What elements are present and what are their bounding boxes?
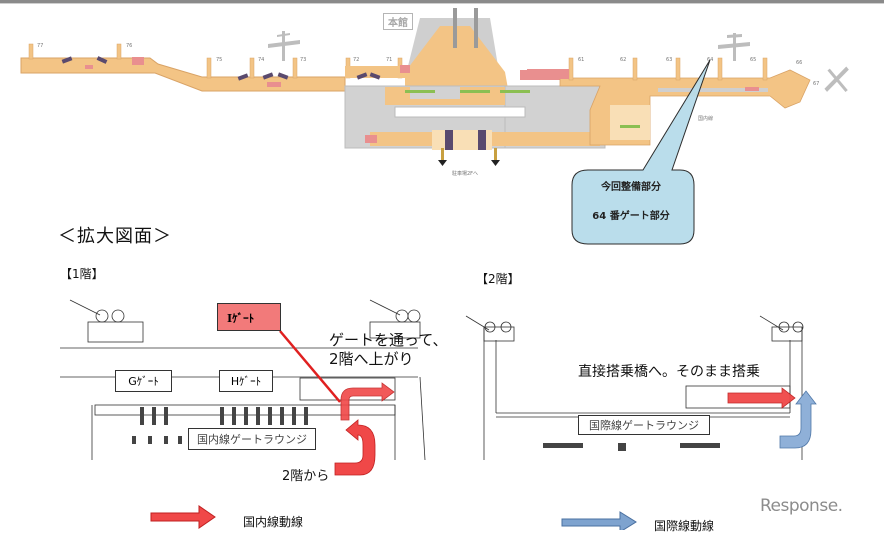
top-border [0, 0, 884, 4]
legend-domestic-label: 国内線動線 [243, 515, 304, 529]
airplane-icon [718, 33, 750, 61]
airplane-icon [824, 66, 849, 93]
gate-label-64: 64 [707, 57, 713, 63]
i-gate-box: Iｹﾞｰﾄ [217, 303, 281, 331]
callout-line2: 64 番ゲート部分 [592, 211, 670, 222]
main-building: 駐車場2Fへ [344, 8, 606, 177]
igate-leader-line [279, 330, 341, 403]
gate-label-72: 72 [353, 57, 359, 63]
gate-label-71: 71 [386, 57, 392, 63]
domestic-area-label: 国内線 [698, 115, 713, 122]
h-gate-box: Hｹﾞｰﾄ [219, 370, 273, 392]
floor2-seating [543, 443, 720, 451]
g-gate-box: Gｹﾞｰﾄ [115, 370, 172, 392]
floor2-note: 直接搭乗橋へ。そのまま搭乗 [578, 364, 760, 380]
parking-label: 駐車場2Fへ [452, 170, 478, 177]
legend-domestic-arrow [150, 505, 216, 529]
legend-international-arrow [561, 511, 637, 530]
section-title: ＜拡大図面＞ [58, 226, 172, 247]
gate-label-66: 66 [796, 60, 802, 66]
callout-line1: 今回整備部分 [601, 182, 661, 193]
floor2-label: 【2階】 [476, 272, 520, 286]
gate-label-77: 77 [37, 43, 43, 49]
domestic-lounge-box: 国内線ゲートラウンジ [188, 428, 316, 450]
from-2f-note: 2階から [282, 469, 330, 484]
floor1-note-line2: 2階へ上がり [329, 350, 414, 368]
gate-label-73: 73 [300, 57, 306, 63]
gate-label-63: 63 [666, 57, 672, 63]
floor1-note: ゲートを通って、 2階へ上がり [329, 331, 448, 369]
floor1-seating [132, 407, 308, 444]
callout-bubble [571, 59, 711, 245]
legend-international-label: 国際線動線 [654, 519, 715, 533]
callout-text: 今回整備部分 64 番ゲート部分 [574, 178, 688, 236]
floor1-label: 【1階】 [60, 267, 104, 281]
gate-label-61: 61 [578, 57, 584, 63]
floor2-domestic-arrow [727, 387, 796, 409]
gate-label-65: 65 [750, 57, 756, 63]
floor2-international-arrow [779, 390, 817, 449]
international-lounge-box: 国際線ゲートラウンジ [578, 415, 710, 435]
main-building-label: 本館 [383, 13, 413, 30]
floor1-note-line1: ゲートを通って、 [329, 331, 448, 349]
west-concourse: 77 76 75 74 73 72 71 [20, 43, 405, 92]
gate-label-75: 75 [216, 57, 222, 63]
gate-label-67: 67 [813, 81, 819, 87]
floor2-plan [465, 315, 804, 460]
gate-label-76: 76 [126, 43, 132, 49]
gate-label-62: 62 [620, 57, 626, 63]
east-concourse: 61 62 63 64 65 66 67 国内線 [527, 57, 819, 146]
airplane-icon [268, 31, 300, 61]
response-logo: Response. [760, 496, 843, 516]
floor1-domestic-arrow [334, 382, 395, 476]
gate-label-74: 74 [258, 57, 264, 63]
